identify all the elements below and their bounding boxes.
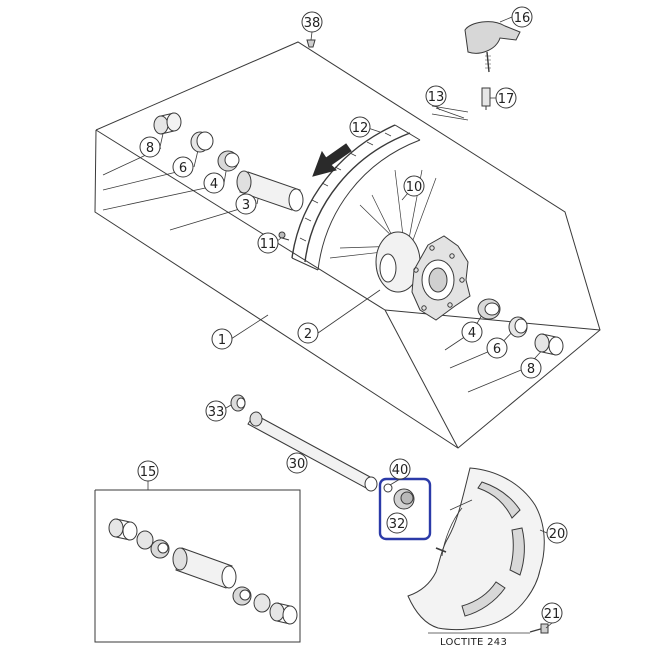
hub-part — [375, 231, 471, 321]
svg-text:8: 8 — [527, 362, 535, 377]
spacer-part-8-lower — [534, 333, 564, 356]
bearing-part-4-upper — [217, 150, 240, 172]
bearing-part-4-lower — [477, 298, 501, 320]
svg-text:8: 8 — [146, 141, 154, 156]
spacer-part-8-upper — [153, 112, 182, 135]
svg-text:2: 2 — [304, 327, 312, 342]
rim-lock-part-16 — [464, 21, 521, 73]
brake-disc-part-20 — [407, 467, 545, 631]
bolt-part-11 — [278, 231, 290, 241]
bearing-kit-box — [94, 489, 301, 643]
callout-8-lower: 8 — [520, 357, 542, 379]
bolt-part-21 — [529, 623, 549, 634]
svg-text:33: 33 — [208, 405, 225, 420]
bearing-kit-parts — [108, 518, 298, 625]
rim-part — [291, 124, 421, 271]
callout-21: 21 — [541, 602, 563, 624]
callout-17: 17 — [495, 87, 517, 109]
svg-text:30: 30 — [289, 457, 306, 472]
svg-text:20: 20 — [549, 527, 566, 542]
callout-8-upper: 8 — [139, 136, 161, 158]
callout-13: 13 — [425, 85, 447, 107]
svg-text:13: 13 — [428, 90, 445, 105]
seal-part-6-lower — [508, 316, 528, 338]
svg-text:6: 6 — [179, 161, 187, 176]
svg-text:21: 21 — [544, 607, 561, 622]
svg-text:11: 11 — [260, 237, 277, 252]
wheel-frame-box — [94, 41, 601, 449]
callout-40: 40 — [389, 458, 411, 480]
svg-text:32: 32 — [389, 517, 406, 532]
callout-leaders — [147, 16, 553, 629]
svg-text:4: 4 — [210, 177, 218, 192]
spacer-tube-part-3 — [236, 170, 304, 212]
callout-12: 12 — [349, 116, 371, 138]
svg-text:38: 38 — [304, 16, 321, 31]
svg-text:12: 12 — [352, 121, 369, 136]
callout-4-upper: 4 — [203, 172, 225, 194]
callout-38: 38 — [301, 11, 323, 33]
rotation-arrow-icon — [312, 143, 352, 177]
callout-6-lower: 6 — [486, 337, 508, 359]
axle-part-30 — [247, 411, 378, 492]
callout-33: 33 — [205, 400, 227, 422]
highlight-box[interactable] — [378, 477, 432, 541]
leader-lines — [102, 124, 547, 393]
svg-text:16: 16 — [514, 11, 531, 26]
callout-6-upper: 6 — [172, 156, 194, 178]
callout-4-lower: 4 — [461, 321, 483, 343]
callout-10: 10 — [403, 175, 425, 197]
svg-text:3: 3 — [242, 198, 250, 213]
loctite-note: LOCTITE 243 — [440, 637, 507, 648]
svg-text:1: 1 — [218, 333, 226, 348]
seal-part-6-upper — [190, 131, 214, 153]
svg-text:10: 10 — [406, 180, 423, 195]
svg-text:17: 17 — [498, 92, 515, 107]
callout-1: 1 — [211, 328, 233, 350]
callout-3: 3 — [235, 193, 257, 215]
svg-text:6: 6 — [493, 342, 501, 357]
svg-text:15: 15 — [140, 465, 157, 480]
callout-15: 15 — [137, 460, 159, 482]
nut-part-33 — [230, 394, 246, 412]
axle-nut-part-32 — [393, 488, 415, 510]
washer-part-40 — [383, 483, 393, 493]
nut-part-17 — [481, 87, 491, 110]
callout-2: 2 — [297, 322, 319, 344]
callout-32: 32 — [386, 512, 408, 534]
callout-16: 16 — [511, 6, 533, 28]
svg-text:4: 4 — [468, 326, 476, 341]
svg-text:40: 40 — [392, 463, 409, 478]
cap-part-38 — [306, 39, 316, 48]
callout-20: 20 — [546, 522, 568, 544]
valve-parts-13 — [431, 105, 469, 121]
callout-11: 11 — [257, 232, 279, 254]
callout-30: 30 — [286, 452, 308, 474]
